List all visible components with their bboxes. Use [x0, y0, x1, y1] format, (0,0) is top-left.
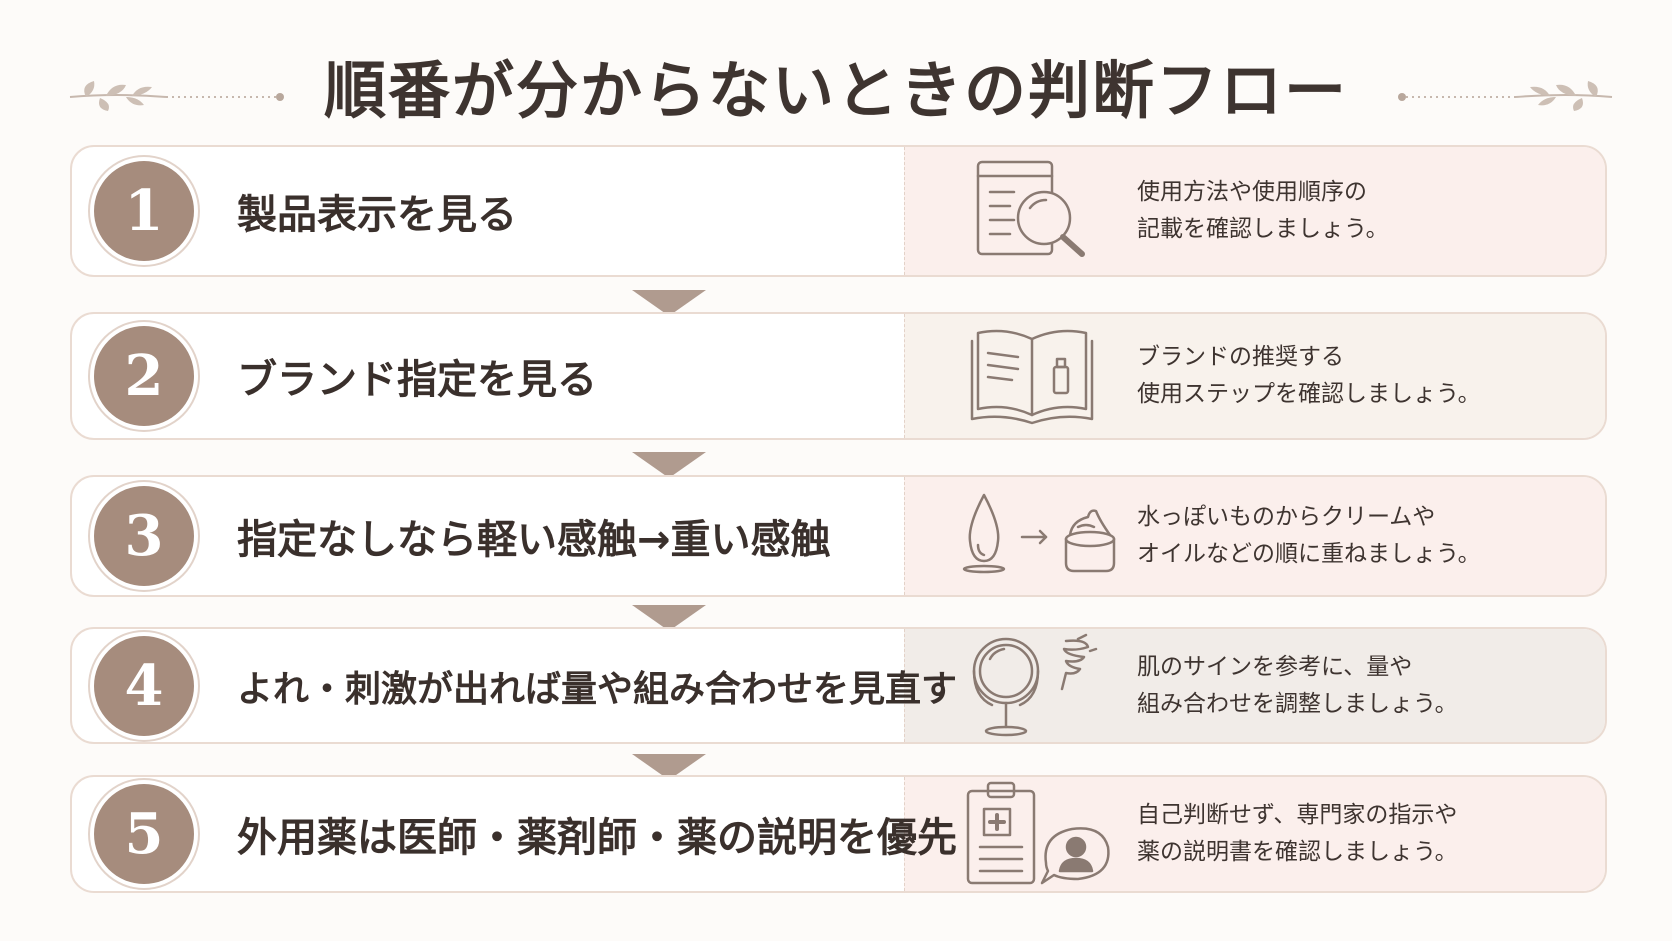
step-title: ブランド指定を見る — [237, 357, 597, 403]
step-description: 自己判断せず、専門家の指示や 薬の説明書を確認しましょう。 — [1137, 802, 1458, 865]
flow-arrow-down-icon — [632, 605, 706, 631]
step-title: 指定なしなら軽い感触→重い感触 — [237, 517, 831, 563]
leaf-ornament-right-icon — [1398, 81, 1613, 111]
step-title: 外用薬は医師・薬剤師・薬の説明を優先 — [237, 815, 957, 861]
drop-to-cream-icon — [962, 493, 1116, 574]
step-number-badge: 5 — [94, 784, 194, 884]
clipboard-doctor-icon — [966, 781, 1110, 885]
header: 順番が分からないときの判断フロー — [0, 30, 1672, 130]
step-card-2: 2 ブランド指定を見る ブランドの推奨する 使用ステップを確認しましょう。 — [70, 312, 1607, 440]
step-number-badge: 3 — [94, 486, 194, 586]
step-description: 肌のサインを参考に、量や 組み合わせを調整しましょう。 — [1137, 653, 1458, 717]
step-card-1: 1 製品表示を見る 使用方法や使用順序の 記載を確認しましょう。 — [70, 145, 1607, 277]
step-description: 水っぽいものからクリームや オイルなどの順に重ねましょう。 — [1137, 504, 1481, 567]
step-title: よれ・刺激が出れば量や組み合わせを見直す — [237, 668, 958, 710]
step-description: 使用方法や使用順序の 記載を確認しましょう。 — [1137, 179, 1389, 242]
step-title: 製品表示を見る — [237, 192, 517, 238]
flow-arrow-down-icon — [632, 754, 706, 780]
page-title: 順番が分からないときの判断フロー — [323, 54, 1348, 127]
step-card-3: 3 指定なしなら軽い感触→重い感触 水っぽいものからクリームや オイルなどの順に… — [70, 475, 1607, 597]
step-card-5: 5 外用薬は医師・薬剤師・薬の説明を優先 自己判断せず、専門家の指示や 薬の説明… — [70, 775, 1607, 893]
open-book-icon — [970, 329, 1094, 425]
flow-arrow-down-icon — [632, 452, 706, 478]
flow-arrow-down-icon — [632, 290, 706, 316]
step-number-badge: 2 — [94, 326, 194, 426]
step-card-4: 4 よれ・刺激が出れば量や組み合わせを見直す 肌のサインを参考に、量や 組み合わ… — [70, 627, 1607, 744]
step-detail-panel — [904, 477, 1605, 595]
step-number-badge: 4 — [94, 635, 194, 736]
leaf-ornament-left-icon — [69, 81, 284, 111]
step-number-badge: 1 — [94, 161, 194, 261]
mirror-irritation-icon — [972, 633, 1098, 736]
step-description: ブランドの推奨する 使用ステップを確認しましょう。 — [1137, 344, 1481, 407]
document-magnifier-icon — [976, 160, 1085, 257]
